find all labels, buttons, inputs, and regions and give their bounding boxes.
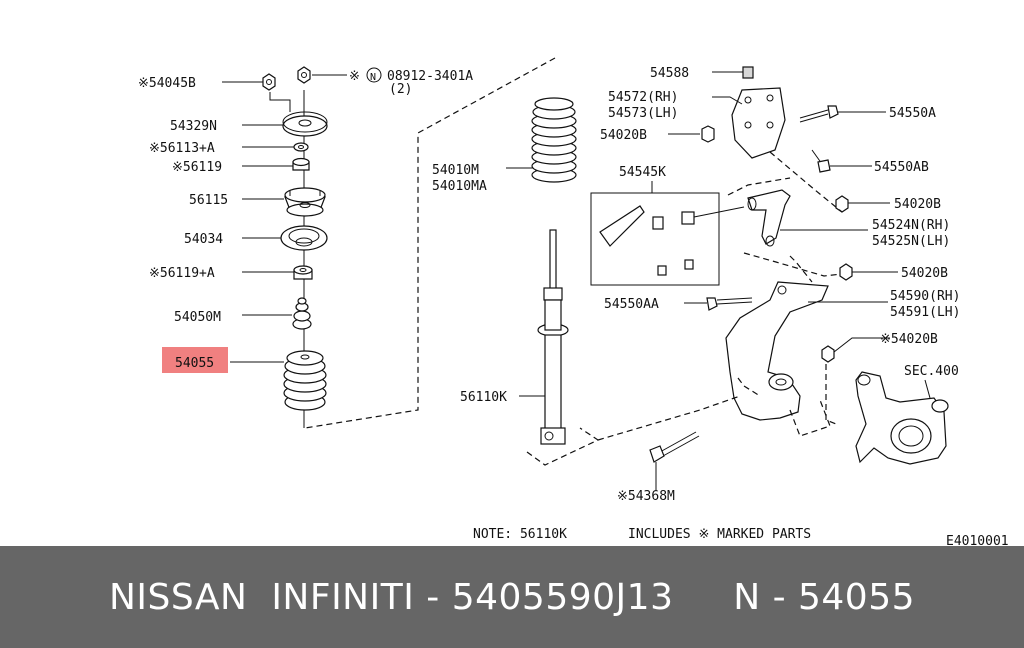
- label-54550AB: 54550AB: [874, 160, 929, 175]
- kit-bushings: [652, 211, 695, 276]
- bushing-56119: [292, 157, 310, 171]
- label-54588: 54588: [650, 66, 689, 81]
- kit-box-54545K: [590, 192, 720, 286]
- label-54590: 54590(RH): [890, 289, 960, 304]
- kit-grease-tube: [599, 205, 645, 247]
- label-54368M: ※54368M: [617, 489, 675, 504]
- label-54591: 54591(LH): [890, 305, 960, 320]
- mount-56115: [284, 187, 326, 217]
- right-dashed-7: [825, 364, 837, 425]
- label-56119A: ※56119+A: [149, 266, 215, 281]
- bolt-54550AA: [706, 297, 753, 311]
- bolt-54550AB: [811, 149, 831, 173]
- right-dashed-5: [737, 377, 761, 397]
- label-54020B-1: 54020B: [600, 128, 647, 143]
- bushing-56119A: [293, 265, 313, 280]
- label-54572: 54572(RH): [608, 90, 678, 105]
- right-dashed-8: [597, 395, 741, 441]
- label-54055: 54055: [175, 356, 214, 371]
- washer-56113: [293, 142, 309, 152]
- bolt-54368M: [649, 431, 700, 463]
- leader-54572: [712, 96, 743, 105]
- seat-54034: [280, 225, 328, 251]
- label-54010M: 54010M: [432, 163, 479, 178]
- label-54550A: 54550A: [889, 106, 936, 121]
- kit-pointer: [693, 206, 745, 218]
- label-56119: ※56119: [172, 160, 222, 175]
- label-54020B-2: 54020B: [894, 197, 941, 212]
- shock-dashed-base: [526, 427, 600, 466]
- diagram-code: E4010001: [946, 534, 1009, 546]
- parts-diagram: ※54045B ※ N 08912-3401A (2) 54329N ※5611…: [138, 57, 1009, 546]
- mount-plate-54329N: [282, 111, 328, 137]
- n-circle-icon: [366, 67, 382, 83]
- dust-boot-54055: [283, 350, 327, 411]
- nut-54020B-4: [821, 345, 835, 363]
- label-56115: 56115: [189, 193, 228, 208]
- label-08912: 08912-3401A: [387, 69, 473, 84]
- label-54020B-3: 54020B: [901, 266, 948, 281]
- label-54045B: ※54045B: [138, 76, 196, 91]
- nut-54020B-2: [835, 195, 849, 213]
- label-08912-mark: ※: [349, 69, 360, 84]
- label-54525N: 54525N(LH): [872, 234, 950, 249]
- includes-text: INCLUDES ※ MARKED PARTS: [628, 527, 811, 542]
- knuckle-sec400: [855, 371, 949, 465]
- label-08912-qty: (2): [389, 82, 412, 97]
- right-dashed-2: [727, 177, 791, 196]
- nut-54020B-1: [701, 125, 715, 143]
- bump-stop-54050M: [292, 297, 312, 330]
- label-sec400: SEC.400: [904, 364, 959, 379]
- label-54573: 54573(LH): [608, 106, 678, 121]
- label-54050M: 54050M: [174, 310, 221, 325]
- nut-54045B: [262, 73, 276, 91]
- clip-54588: [742, 66, 754, 79]
- label-56113: ※56113+A: [149, 141, 215, 156]
- right-dashed-4: [789, 255, 813, 283]
- note-text: NOTE: 56110K: [473, 527, 567, 542]
- right-dashed-1: [769, 151, 843, 213]
- link-54524N: [747, 189, 791, 247]
- dashed-connector: [304, 57, 556, 429]
- right-dashed-6: [789, 399, 831, 437]
- label-08912-n: N: [370, 72, 376, 83]
- bracket-54572: [731, 87, 786, 159]
- part-number-banner: NISSAN INFINITI - 5405590J13 N - 54055: [0, 546, 1024, 648]
- label-54010MA: 54010MA: [432, 179, 487, 194]
- coil-spring-54010M: [531, 97, 577, 183]
- label-54034: 54034: [184, 232, 223, 247]
- knuckle-arm-54590: [725, 281, 829, 421]
- highlight-box-54055: [162, 347, 228, 373]
- label-54020B-4: ※54020B: [880, 332, 938, 347]
- leader-sec400: [924, 379, 931, 399]
- nut-54020B-3: [839, 263, 853, 281]
- label-56110K: 56110K: [460, 390, 507, 405]
- label-54550AA: 54550AA: [604, 297, 659, 312]
- label-54545K: 54545K: [619, 165, 666, 180]
- nut-08912: [297, 66, 311, 84]
- shock-absorber-56110K: [537, 229, 569, 445]
- bolt-54550A: [799, 105, 839, 123]
- right-dashed-3: [743, 252, 843, 277]
- leader-54020B-4: [833, 337, 890, 353]
- label-54329N: 54329N: [170, 119, 217, 134]
- label-54524N: 54524N(RH): [872, 218, 950, 233]
